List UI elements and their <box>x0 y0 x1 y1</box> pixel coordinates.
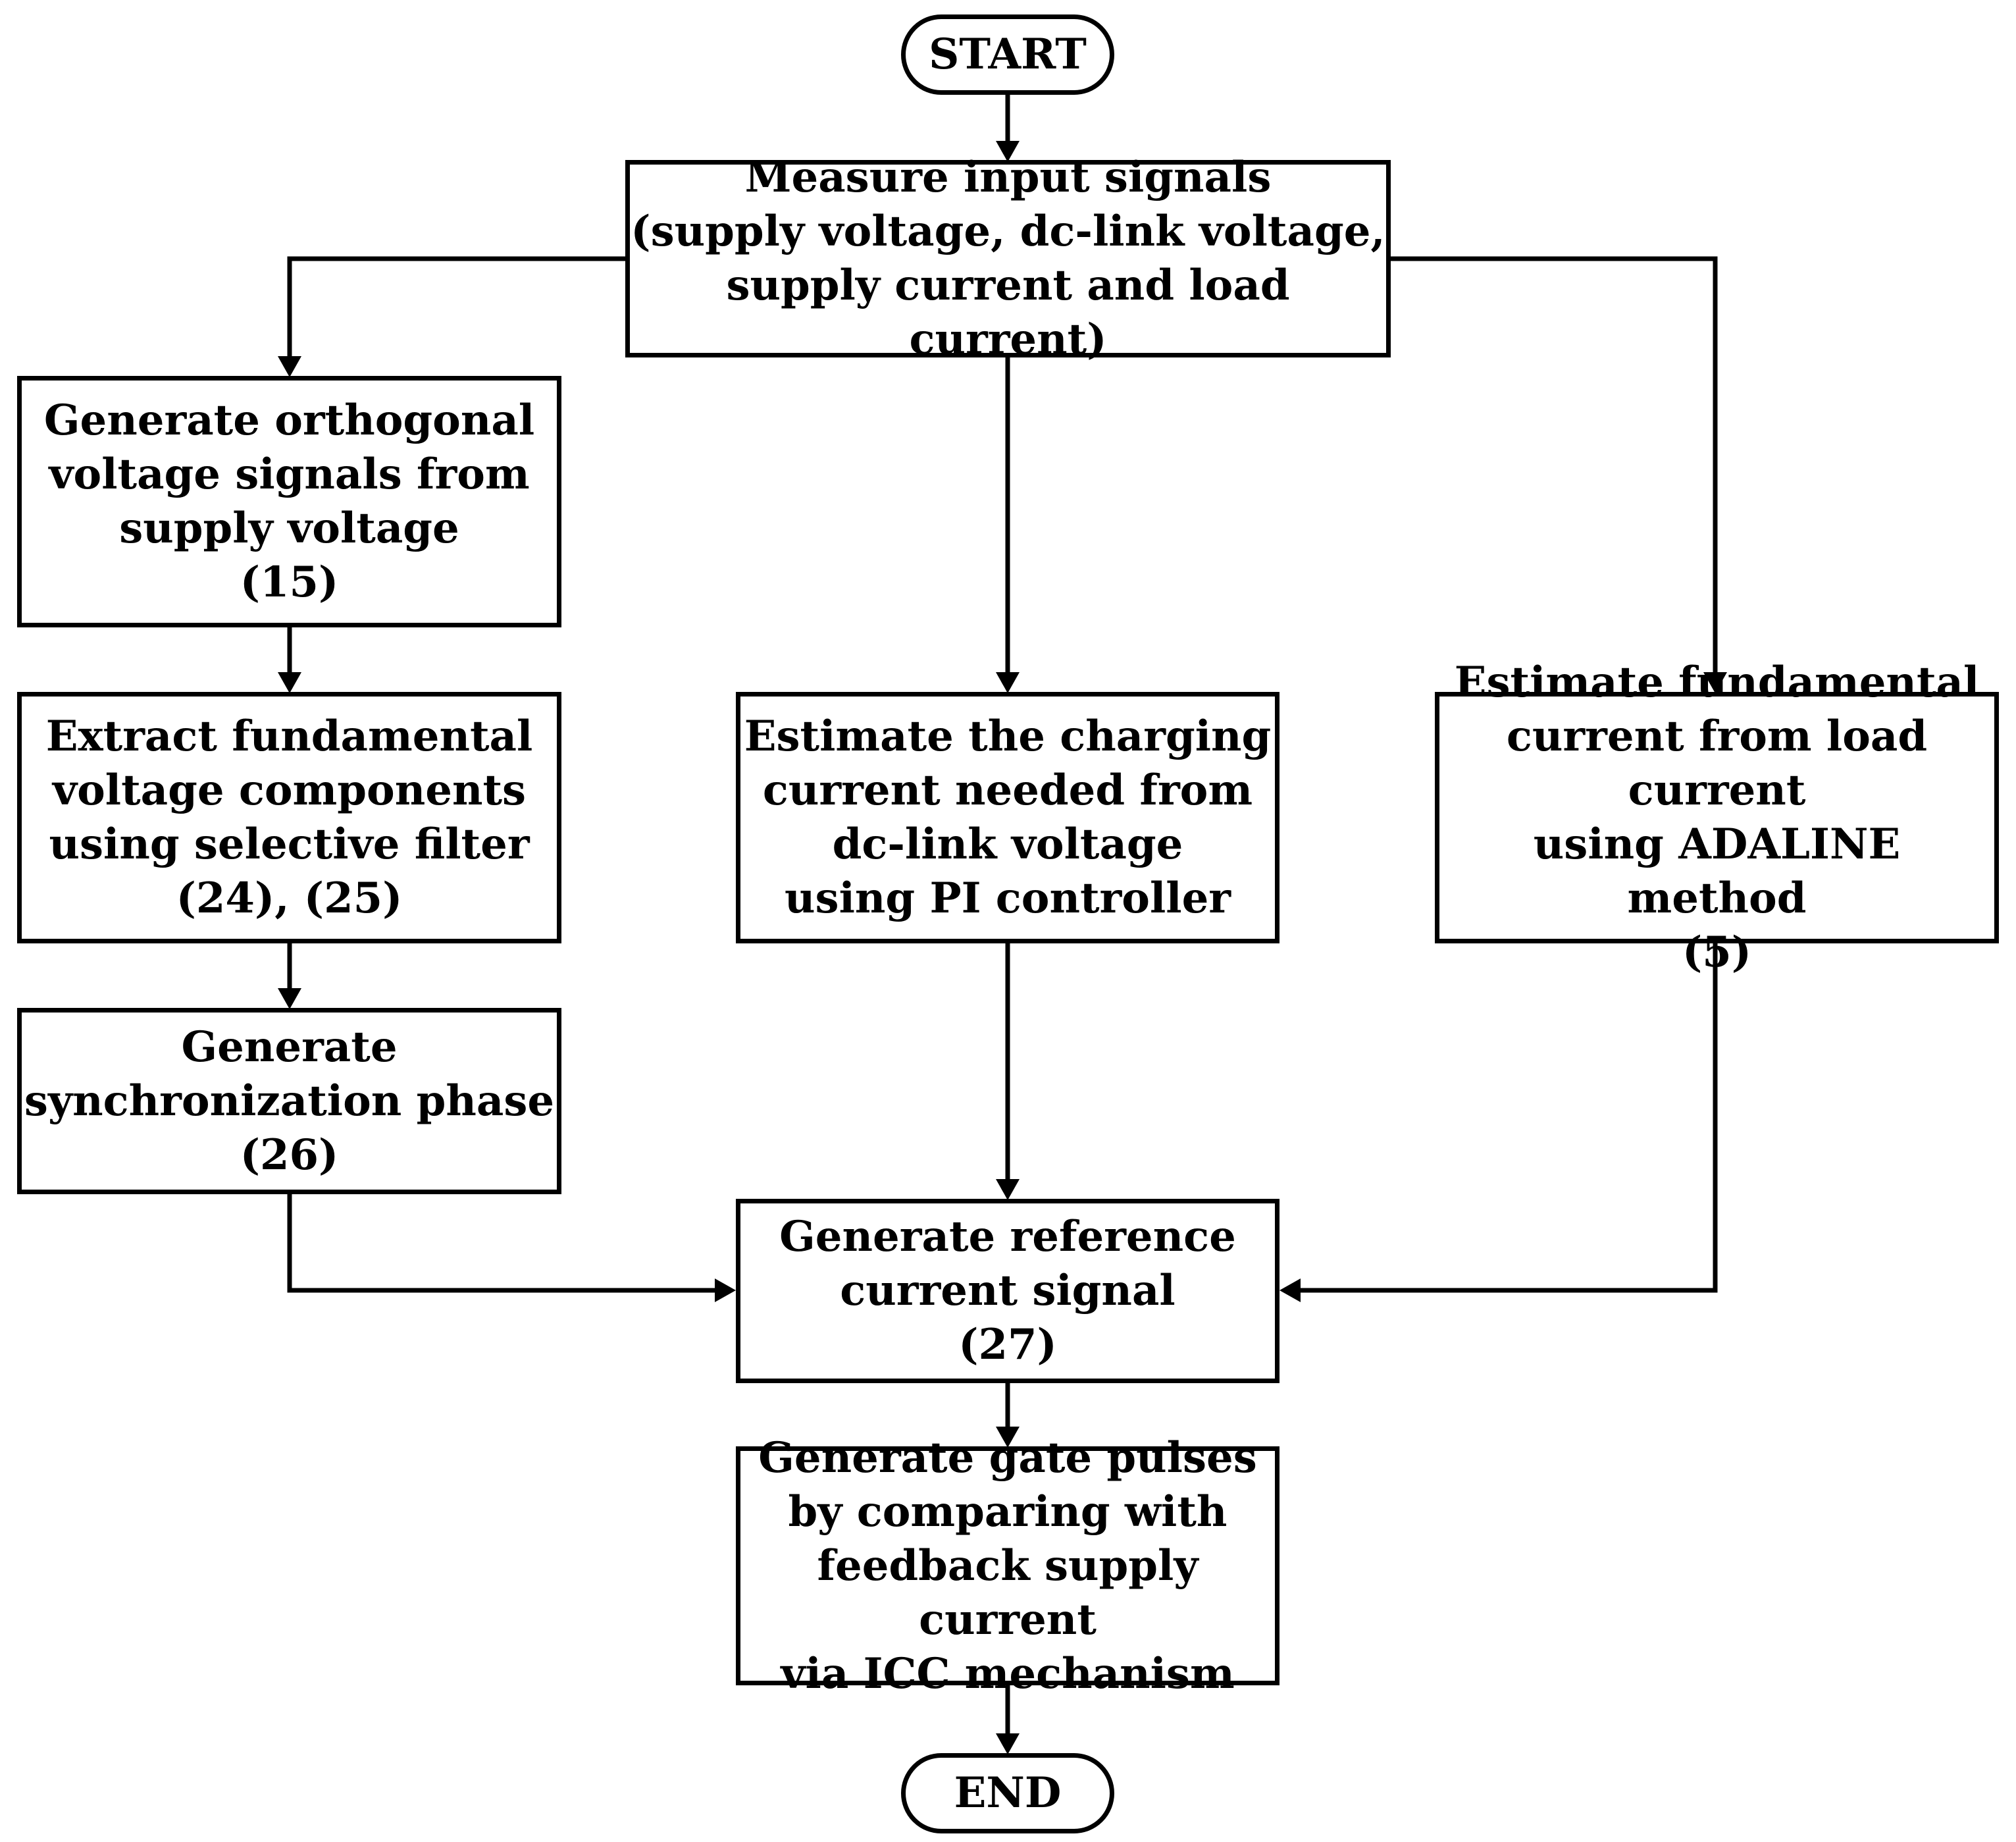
estimate-charging-current-box: Estimate the charging current needed fro… <box>736 692 1279 943</box>
end-terminal: END <box>901 1753 1114 1833</box>
arrowhead-extract <box>278 672 301 693</box>
arrowhead-gate <box>996 1427 1020 1448</box>
generate-gate-pulses-box: Generate gate pulses by comparing with f… <box>736 1433 1279 1698</box>
generate-reference-current-box: Generate reference current signal (27) <box>736 1199 1279 1383</box>
estimate-fundamental-current-box: Estimate fundamental current from load c… <box>1435 658 1999 977</box>
arrow-adaline-to-reference <box>1298 943 1718 1293</box>
arrow-measure-to-orthogonal <box>287 256 625 359</box>
start-terminal: START <box>901 14 1114 95</box>
generate-orthogonal-signals-box: Generate orthogonal voltage signals from… <box>17 376 561 627</box>
arrowhead-measure <box>996 141 1020 162</box>
arrowhead-orthogonal <box>278 356 301 377</box>
arrowhead-reference-right <box>1279 1278 1301 1302</box>
arrowhead-reference-left <box>715 1278 736 1302</box>
measure-input-signals-box: Measure input signals (supply voltage, d… <box>625 153 1391 364</box>
arrowhead-sync <box>278 988 301 1009</box>
arrow-sync-to-reference <box>287 1194 717 1293</box>
arrowhead-charging <box>996 672 1020 693</box>
extract-fundamental-voltage-box: Extract fundamental voltage components u… <box>17 692 561 943</box>
generate-sync-phase-box: Generate synchronization phase (26) <box>17 1008 561 1194</box>
arrow-measure-to-adaline <box>1391 256 1718 675</box>
arrowhead-adaline <box>1703 672 1727 693</box>
arrowhead-end <box>996 1733 1020 1754</box>
arrowhead-reference-top <box>996 1179 1020 1200</box>
